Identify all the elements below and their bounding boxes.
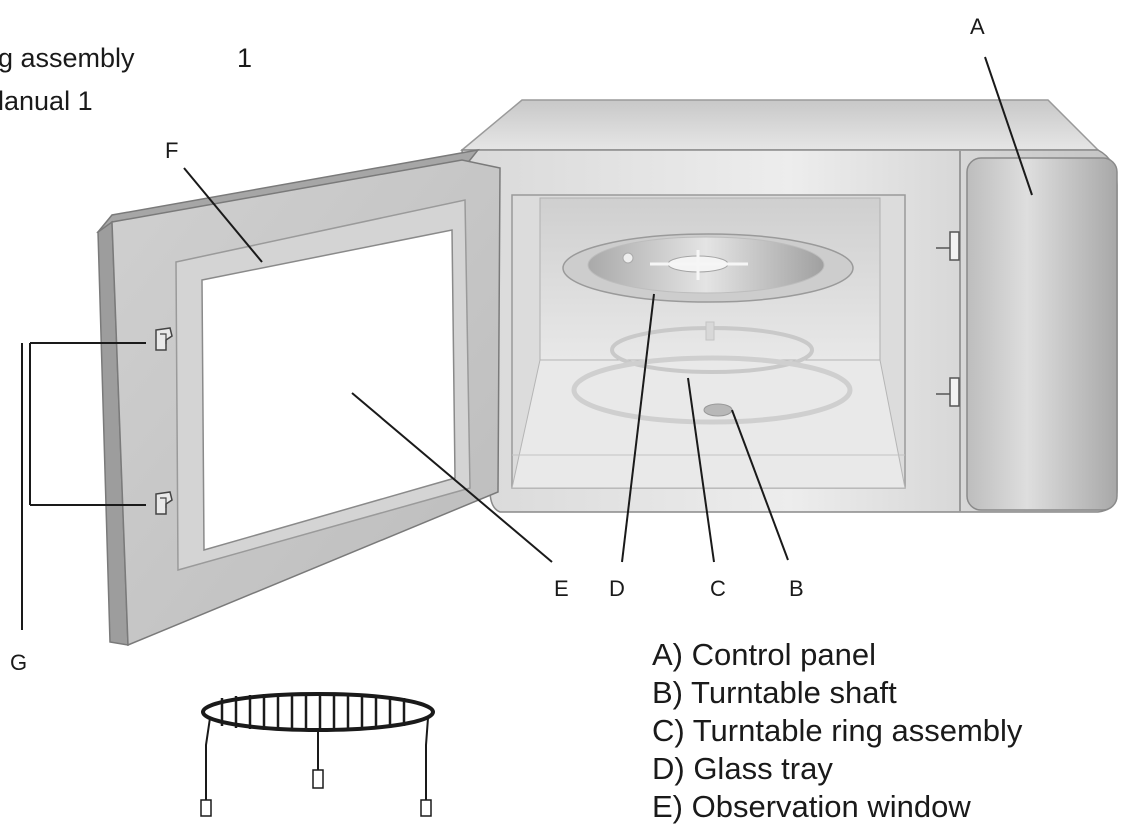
callout-label-e: E [554,576,569,601]
callout-label-f: F [165,138,179,163]
callout-label-d: D [609,576,625,601]
parts-legend: A) Control panel B) Turntable shaft C) T… [652,636,1022,826]
legend-item-turntable-ring: C) Turntable ring assembly [652,713,1023,748]
oven-door [96,148,501,647]
legend-item-glass-tray: D) Glass tray [652,751,833,786]
microwave-body [459,99,1118,513]
control-panel [966,157,1118,511]
legend-item-observation-window: E) Observation window [652,789,971,824]
legend-item-turntable-shaft: B) Turntable shaft [652,675,897,710]
latch-slot-lower [936,377,960,407]
legend-item-control-panel: A) Control panel [652,637,877,672]
roller-rack [200,692,435,817]
callout-label-c: C [710,576,726,601]
header-fragment-line1: g assembly [0,43,135,73]
turntable-shaft [703,403,733,417]
callout-label-g: G [10,650,28,675]
leader-lines [21,56,1033,630]
callout-label-a: A [970,14,985,39]
door-hook-upper [155,327,173,351]
glass-tray [562,233,854,303]
header-fragment-line2: lanual 1 [0,86,93,116]
door-hook-lower [155,491,173,515]
observation-window [201,229,456,551]
callout-label-b: B [789,576,804,601]
header-fragment-qty: 1 [237,43,253,73]
latch-slot-upper [936,231,960,261]
turntable-ring [571,321,853,425]
